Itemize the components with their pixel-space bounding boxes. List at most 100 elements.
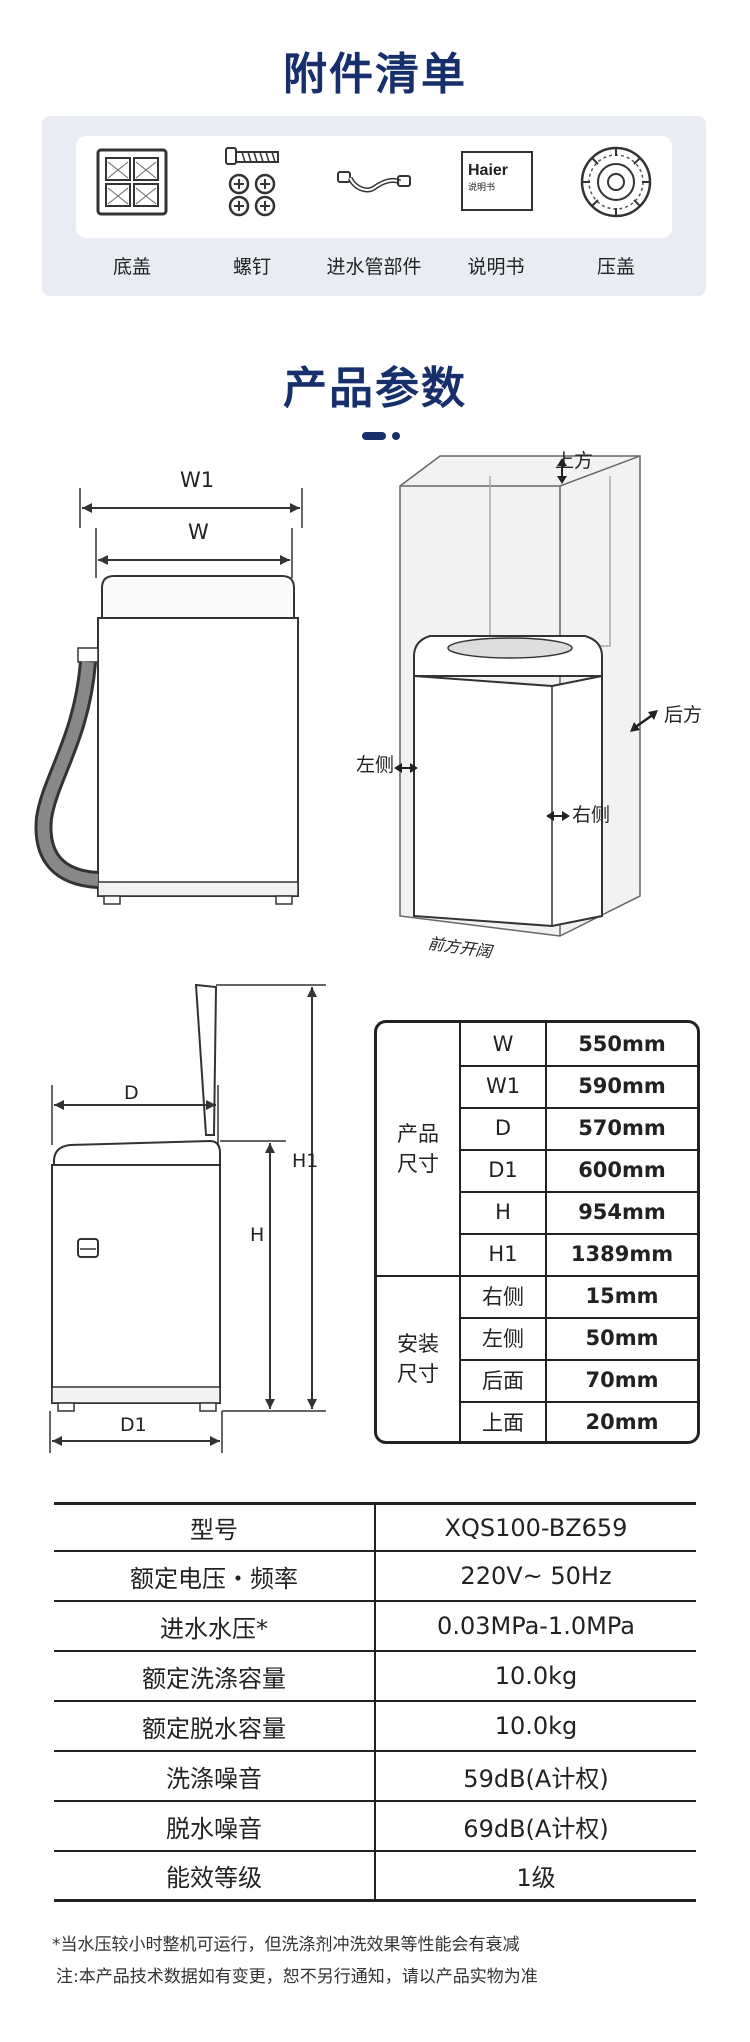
row-divider	[461, 1065, 697, 1067]
spec-key: 进水水压*	[54, 1602, 376, 1650]
manual-sub: 说明书	[468, 183, 496, 193]
spec-key: 洗涤噪音	[54, 1752, 376, 1800]
label-h: H	[250, 1224, 265, 1246]
spec-row: 脱水噪音 69dB(A计权)	[54, 1802, 696, 1852]
title-decoration-bar	[362, 432, 386, 440]
dim-value: 1389mm	[570, 1242, 674, 1266]
label-d: D	[124, 1082, 139, 1104]
spec-key: 型号	[54, 1505, 376, 1550]
manual-icon	[461, 151, 533, 211]
spec-row: 额定电压・频率 220V~ 50Hz	[54, 1552, 696, 1602]
spec-row: 型号 XQS100-BZ659	[54, 1502, 696, 1552]
spec-row: 额定洗涤容量 10.0kg	[54, 1652, 696, 1702]
dim-value: 590mm	[578, 1074, 666, 1098]
title-decoration-dot	[392, 432, 400, 440]
spec-value: 10.0kg	[494, 1662, 578, 1690]
spec-row: 进水水压* 0.03MPa-1.0MPa	[54, 1602, 696, 1652]
dim-value: 550mm	[578, 1032, 666, 1056]
dim-key: D1	[461, 1149, 547, 1191]
spec-key: 能效等级	[54, 1852, 376, 1899]
dimension-table: 产品 尺寸 安装 尺寸 W 550mm W1 590mm D 570mm D1 600m…	[374, 1020, 700, 1444]
accessory-label: 压盖	[596, 256, 635, 278]
accessory-water-hose: 进水管部件	[314, 116, 434, 296]
label-w1: W1	[180, 468, 215, 492]
row-divider	[461, 1149, 697, 1151]
dim-key: W	[461, 1023, 547, 1065]
group-label-line: 尺寸	[397, 1362, 439, 1386]
label-h1: H1	[292, 1150, 319, 1172]
dim-key: 上面	[461, 1401, 547, 1441]
dim-row: D1 600mm	[461, 1149, 697, 1191]
group-label-line: 安装	[397, 1332, 439, 1356]
accessory-label: 进水管部件	[326, 256, 422, 278]
screws-icon	[225, 147, 279, 217]
dim-row: W 550mm	[461, 1023, 697, 1065]
spec-key: 额定脱水容量	[54, 1702, 376, 1750]
group-label-line: 尺寸	[397, 1152, 439, 1176]
label-top-clearance: 上方	[555, 450, 594, 472]
spec-key: 额定洗涤容量	[54, 1652, 376, 1700]
dim-value: 50mm	[585, 1326, 659, 1350]
side-view-diagram	[49, 983, 326, 1453]
row-divider	[461, 1107, 697, 1109]
group-label-line: 产品	[397, 1122, 439, 1146]
row-divider	[461, 1401, 697, 1403]
dim-key: W1	[461, 1065, 547, 1107]
spec-row: 额定脱水容量 10.0kg	[54, 1702, 696, 1752]
params-title: 产品参数	[283, 363, 467, 414]
accessory-press-cover: 压盖	[556, 116, 676, 296]
accessories-title: 附件清单	[283, 49, 467, 100]
spec-value: XQS100-BZ659	[444, 1513, 628, 1542]
spec-value: 59dB(A计权)	[463, 1764, 609, 1793]
spec-table: 型号 XQS100-BZ659 额定电压・频率 220V~ 50Hz 进水水压* 0.…	[54, 1502, 696, 1902]
spec-key: 额定电压・频率	[54, 1552, 376, 1600]
label-d1: D1	[120, 1414, 147, 1436]
dim-row: D 570mm	[461, 1107, 697, 1149]
group-install-size: 安装 尺寸	[377, 1275, 461, 1441]
row-divider	[461, 1317, 697, 1319]
row-divider	[461, 1191, 697, 1193]
label-back-clearance: 后方	[664, 704, 703, 726]
dim-value: 70mm	[585, 1368, 659, 1392]
dim-value: 570mm	[578, 1116, 666, 1140]
clearance-diagram	[394, 455, 658, 937]
front-view-diagram	[34, 488, 303, 905]
spec-key: 脱水噪音	[54, 1802, 376, 1850]
dim-value: 600mm	[578, 1158, 666, 1182]
accessory-manual: Haier 说明书 说明书	[436, 116, 556, 296]
accessory-bottom-cover: 底盖	[72, 116, 192, 296]
spec-value: 220V~ 50Hz	[460, 1562, 612, 1590]
dim-key: 右侧	[461, 1275, 547, 1317]
press-cover-icon	[580, 146, 652, 218]
group-product-size: 产品 尺寸	[377, 1023, 461, 1275]
accessory-label: 螺钉	[232, 256, 271, 278]
spec-value: 0.03MPa-1.0MPa	[437, 1612, 635, 1640]
row-divider	[461, 1233, 697, 1235]
dim-row: H1 1389mm	[461, 1233, 697, 1275]
water-hose-icon	[337, 171, 411, 193]
dim-value: 15mm	[585, 1284, 659, 1308]
group-divider	[377, 1275, 697, 1277]
row-divider	[461, 1359, 697, 1361]
dim-key: 后面	[461, 1359, 547, 1401]
spec-row: 能效等级 1级	[54, 1852, 696, 1902]
dim-row: 左侧 50mm	[461, 1317, 697, 1359]
label-left-clearance: 左侧	[356, 754, 395, 776]
dim-key: 左侧	[461, 1317, 547, 1359]
manual-brand: Haier	[468, 162, 509, 179]
dim-row: W1 590mm	[461, 1065, 697, 1107]
label-right-clearance: 右侧	[572, 804, 611, 826]
accessory-label: 说明书	[467, 256, 525, 278]
dim-key: D	[461, 1107, 547, 1149]
accessory-label: 底盖	[112, 256, 151, 278]
bottom-cover-icon	[96, 148, 168, 216]
spec-value: 69dB(A计权)	[463, 1814, 609, 1843]
footnote-disclaimer: 注:本产品技术数据如有变更，恕不另行通知，请以产品实物为准	[56, 1967, 538, 1987]
spec-value: 1级	[516, 1864, 556, 1892]
dim-key: H1	[461, 1233, 547, 1275]
dim-row: 右侧 15mm	[461, 1275, 697, 1317]
label-w: W	[188, 520, 209, 544]
spec-value: 10.0kg	[494, 1712, 578, 1740]
